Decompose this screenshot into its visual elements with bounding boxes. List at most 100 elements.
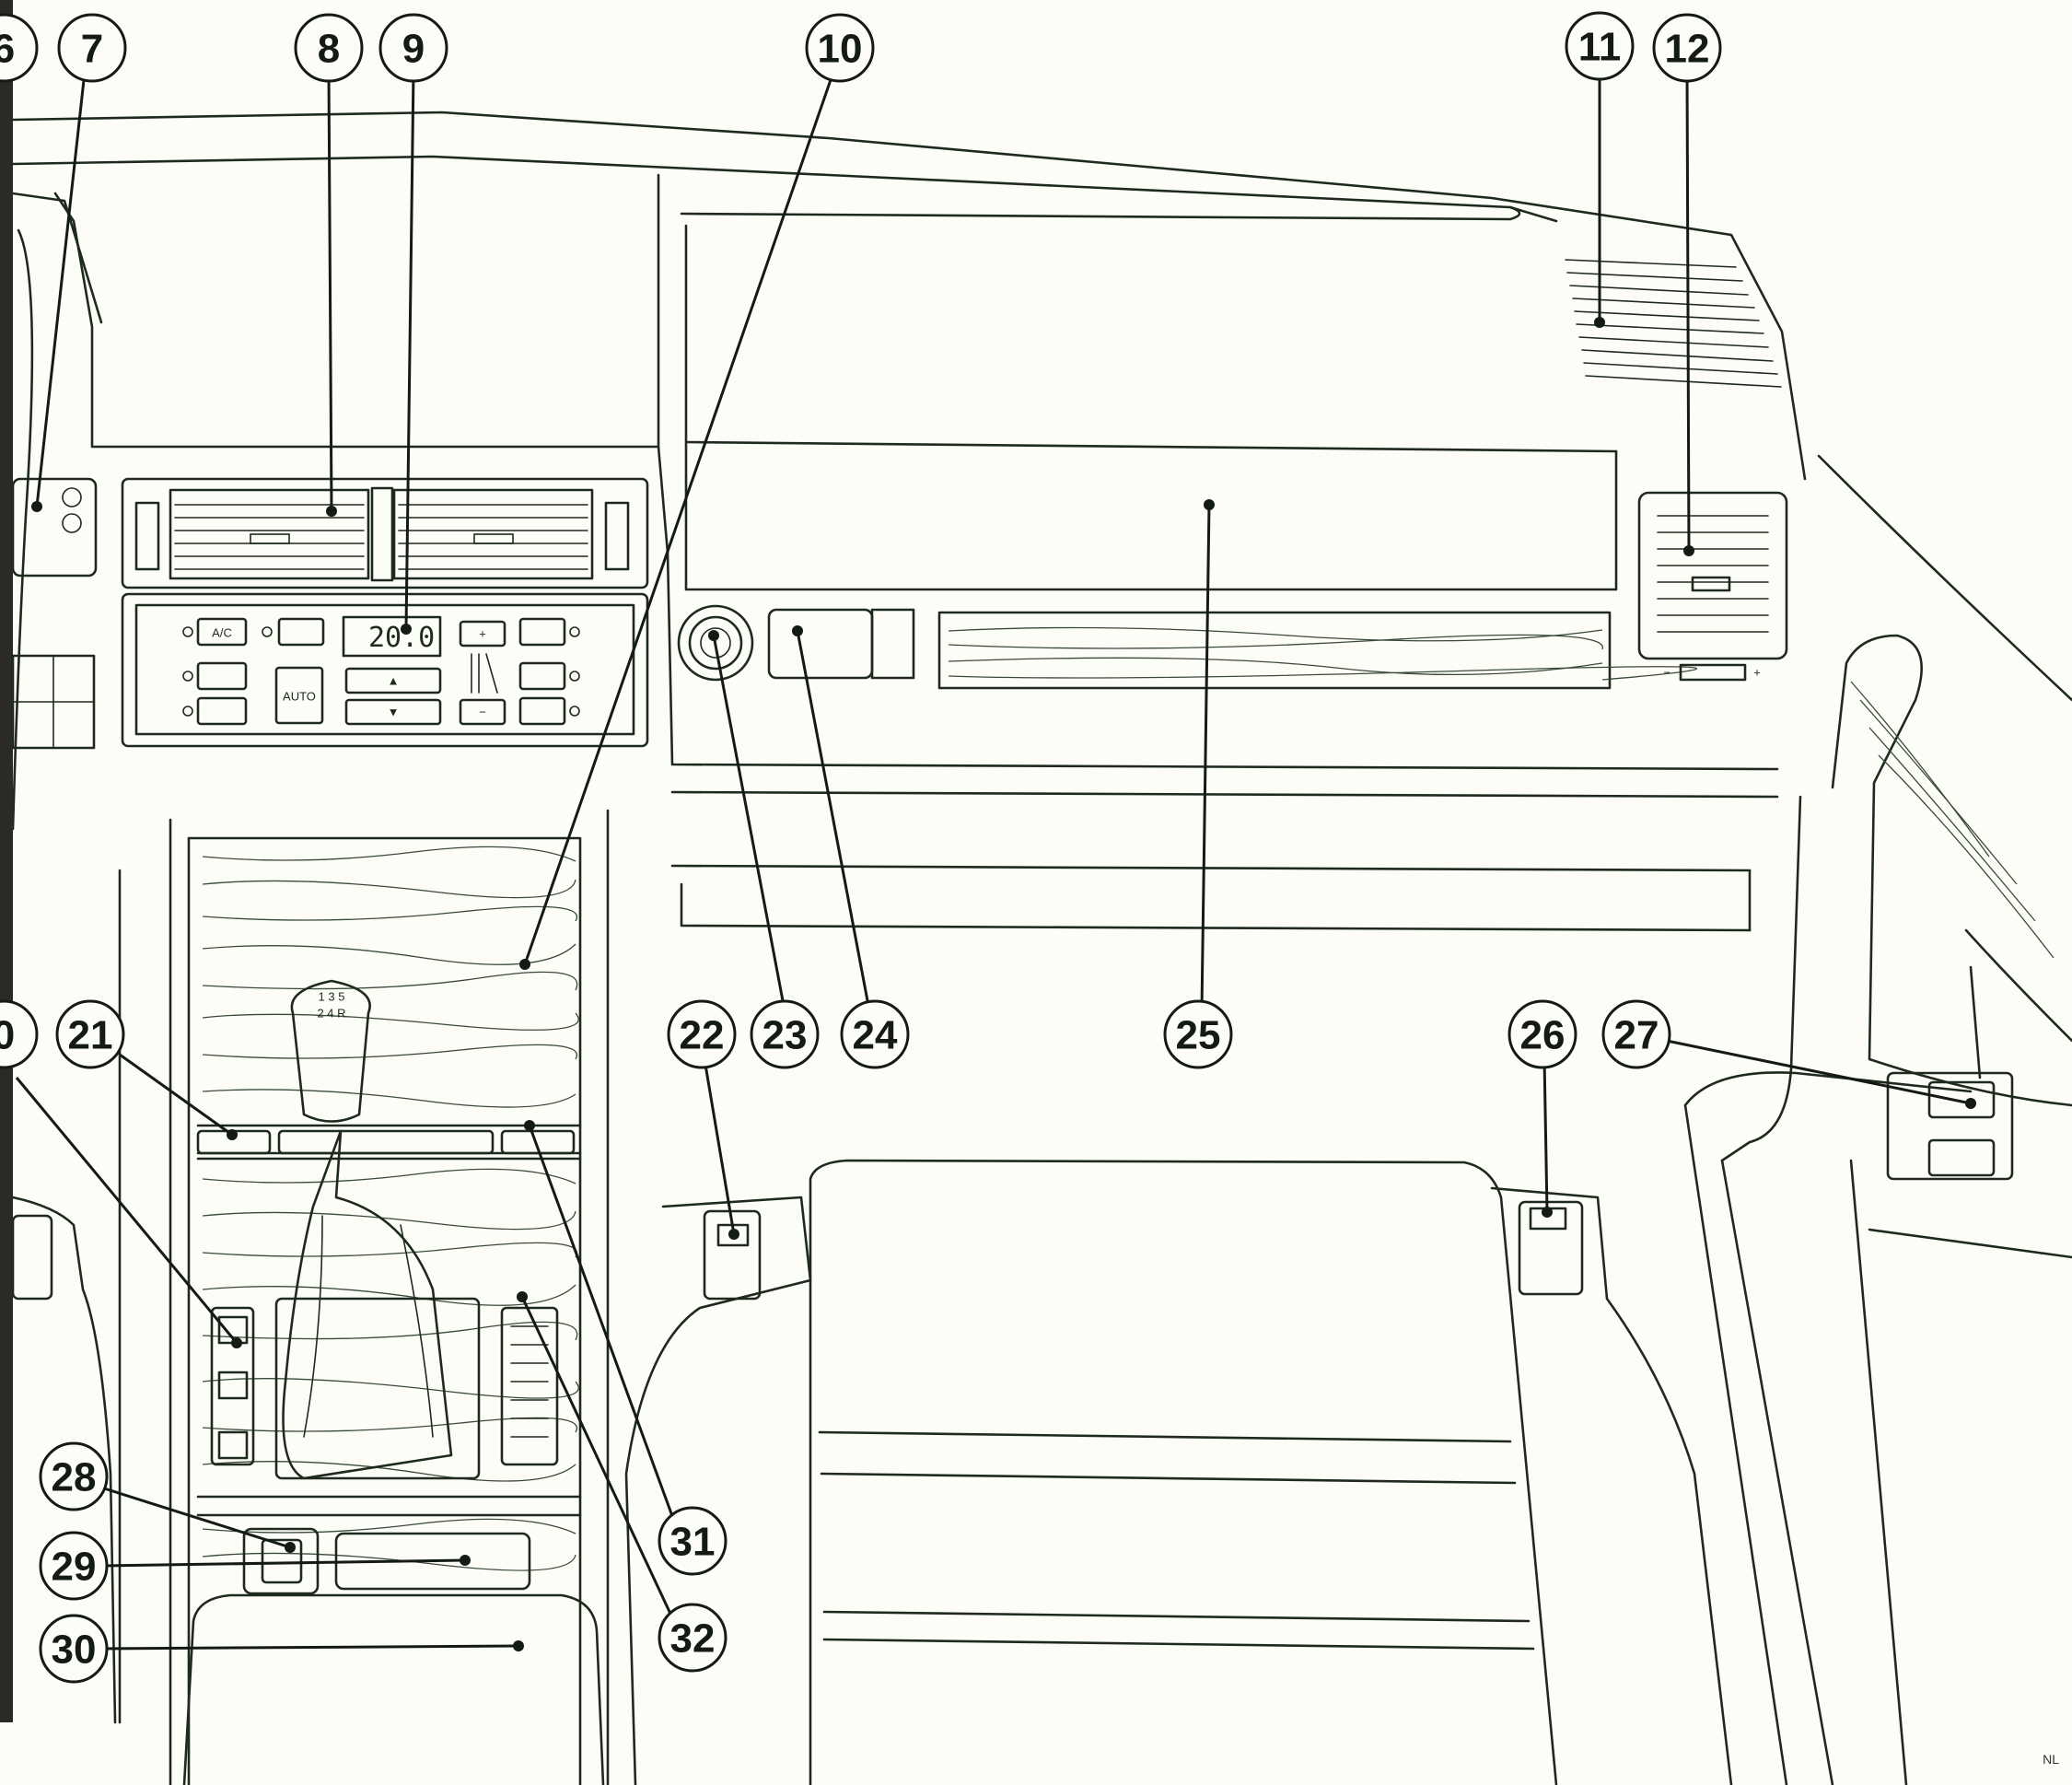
- edge-callout-6: 6: [0, 13, 39, 83]
- leader-end-dot: [792, 625, 803, 636]
- driver-seat-edge: [11, 1196, 117, 1724]
- gear-pattern-top: 1 3 5: [319, 990, 345, 1004]
- callout-circle: [1652, 13, 1722, 83]
- temperature-readout: 20.0: [368, 622, 435, 654]
- centre-console: [118, 809, 610, 1785]
- callout-number: 26: [1520, 1013, 1566, 1058]
- leader-end-dot: [1965, 1098, 1976, 1109]
- leader-end-dot: [1594, 317, 1605, 328]
- callout-circle: [658, 1603, 728, 1673]
- callout-circle: [0, 13, 39, 83]
- seat-adjust-switches: [624, 1186, 1733, 1785]
- leader-line: [1685, 71, 1691, 552]
- callout-layer: 7 8 9 10 11 12 21 22 23 24 25 26 27 28 29 30 31 32: [31, 11, 1976, 1684]
- leader-line: [15, 1077, 239, 1344]
- gear-lever: [274, 979, 481, 1480]
- leader-end-dot: [1204, 499, 1215, 510]
- callout-number: 25: [1176, 1013, 1221, 1058]
- leader-end-dot: [728, 1229, 739, 1240]
- callout-number: 22: [680, 1013, 725, 1058]
- leader-end-dot: [285, 1542, 296, 1553]
- callout-number: 32: [670, 1616, 716, 1662]
- right-air-vent: −+: [1637, 491, 1788, 682]
- leader-end-dot: [513, 1640, 524, 1651]
- left-page-edge: [0, 0, 13, 1722]
- leader-end-dot: [31, 501, 42, 512]
- passenger-seat: [809, 1159, 1558, 1785]
- callout-31: 31: [524, 1120, 728, 1576]
- callout-circle: [750, 999, 820, 1069]
- leader-end-dot: [708, 630, 719, 641]
- callout-circle: [1565, 11, 1635, 81]
- callout-circle: [39, 1531, 109, 1601]
- callout-27: 27: [1601, 999, 1976, 1109]
- leader-line: [523, 71, 835, 965]
- callout-26: 26: [1507, 999, 1577, 1218]
- callout-number: 8: [318, 27, 340, 72]
- leader-line: [100, 1558, 466, 1568]
- ac-label: A/C: [212, 626, 232, 640]
- callout-28: 28: [39, 1441, 296, 1553]
- callout-10: 10: [519, 13, 875, 970]
- leader-line: [712, 635, 786, 1011]
- callout-number: 6: [0, 27, 15, 72]
- armrest: [182, 1593, 605, 1785]
- callout-circle: [57, 13, 127, 83]
- callout-number: 12: [1665, 27, 1710, 72]
- leader-end-dot: [326, 506, 337, 517]
- leader-end-dot: [1683, 545, 1694, 556]
- callout-number: 28: [52, 1455, 97, 1500]
- leader-end-dot: [231, 1337, 242, 1348]
- callout-number: 9: [402, 27, 425, 72]
- callout-circle: [39, 1441, 109, 1511]
- panel-labels: A/C AUTO 20.0 + − ▲ ▼ 1 3 5 2 4 R: [212, 622, 486, 1021]
- leader-line: [796, 630, 871, 1011]
- temp-down-label: ▼: [388, 706, 400, 719]
- callout-circle: [1507, 999, 1577, 1069]
- callout-7: 7: [31, 13, 127, 512]
- center-air-vents: [121, 477, 649, 589]
- leader-line: [520, 1296, 672, 1615]
- callout-number: 29: [52, 1545, 97, 1590]
- callout-22: 22: [667, 999, 739, 1240]
- leader-end-dot: [517, 1291, 528, 1302]
- leader-end-dot: [1542, 1207, 1553, 1218]
- callout-circle: [39, 1614, 109, 1684]
- callout-29: 29: [39, 1531, 471, 1601]
- leader-line: [703, 1058, 736, 1235]
- callout-number: 7: [81, 27, 103, 72]
- glovebox-lid: [684, 224, 1618, 591]
- corner-tag: NL: [2043, 1752, 2059, 1767]
- svg-text:+: +: [1753, 666, 1761, 680]
- svg-text:−: −: [1663, 666, 1670, 680]
- callout-circle: [55, 999, 125, 1069]
- callout-circle: [0, 999, 39, 1069]
- console-window-switches: [210, 1306, 559, 1466]
- dashboard-top-edge-inner: [11, 155, 1558, 223]
- defroster-vent: [1565, 259, 1782, 388]
- callout-number: 24: [853, 1013, 898, 1058]
- callout-30: 30: [39, 1614, 524, 1684]
- climate-control-panel: [121, 592, 649, 748]
- callout-circle: [294, 13, 364, 83]
- callout-number: 0: [0, 1013, 15, 1058]
- dashboard-top-edge: [11, 111, 1807, 481]
- temp-plus-label: +: [479, 627, 486, 641]
- callout-number: 23: [762, 1013, 808, 1058]
- callout-number: 11: [1578, 25, 1622, 70]
- callout-circle: [840, 999, 910, 1069]
- callout-number: 10: [818, 27, 863, 72]
- callout-number: 31: [670, 1520, 716, 1565]
- callout-circle: [378, 13, 448, 83]
- auto-label: AUTO: [283, 690, 316, 704]
- callout-circle: [1163, 999, 1233, 1069]
- callout-number: 30: [52, 1628, 97, 1673]
- wood-trim-dashboard: [937, 611, 1612, 690]
- callout-23: 23: [708, 630, 820, 1069]
- leader-end-dot: [519, 959, 530, 970]
- left-switch-cluster: [11, 477, 98, 750]
- callout-12: 12: [1652, 13, 1722, 556]
- callout-21: 21: [55, 999, 238, 1140]
- leader-line: [100, 1644, 519, 1651]
